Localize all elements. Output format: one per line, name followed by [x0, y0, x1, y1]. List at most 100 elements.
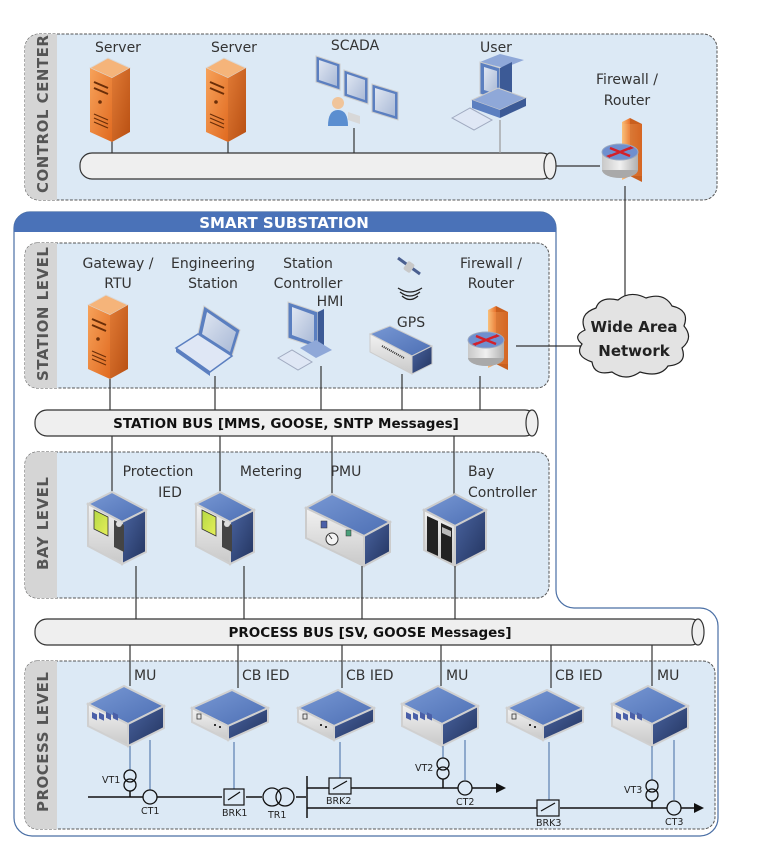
bay-controller-label-2: Controller	[468, 485, 537, 501]
scada-workstation-icon	[315, 55, 399, 126]
wide-area-network[interactable]: Wide Area Network	[577, 293, 690, 378]
vt2-symbol: VT2	[415, 757, 450, 788]
pmu-label: PMU	[331, 464, 362, 480]
process-cb-ied-3[interactable]: CB IED	[506, 668, 603, 741]
station-engineering[interactable]: Engineering Station	[171, 256, 255, 376]
station-firewall-label-1: Firewall /	[460, 256, 522, 272]
gps-label: GPS	[397, 315, 425, 331]
station-bus: STATION BUS [MMS, GOOSE, SNTP Messages]	[34, 409, 539, 437]
bay-controller[interactable]: Bay Controller	[421, 464, 537, 568]
station-firewall-label-2: Router	[468, 276, 515, 292]
bay-controller-icon	[421, 492, 489, 568]
vt1-label: VT1	[102, 775, 120, 786]
process-upper-connectors	[129, 645, 653, 688]
brk1-symbol: BRK1	[222, 788, 247, 819]
tr1-label: TR1	[267, 810, 286, 821]
cc-scada-label: SCADA	[331, 38, 380, 54]
server-icon	[87, 294, 129, 380]
cc-firewall-label-2: Router	[604, 93, 651, 109]
brk1-label: BRK1	[222, 808, 247, 819]
pmu-icon	[303, 492, 393, 568]
process-cb-ied-1[interactable]: CB IED	[191, 668, 290, 741]
server-icon	[205, 57, 247, 143]
vt3-label: VT3	[624, 785, 642, 796]
cc-user-label: User	[480, 40, 512, 56]
hmi-label-2: Controller	[274, 276, 343, 292]
cc-scada[interactable]: SCADA	[315, 38, 399, 126]
station-level-label: STATION LEVEL	[34, 247, 52, 381]
station-gps[interactable]: GPS	[368, 256, 434, 375]
protection-label-2: IED	[158, 485, 182, 501]
satellite-icon	[397, 256, 423, 301]
cc-server-1[interactable]: Server	[89, 40, 141, 143]
bay-controller-label-1: Bay	[468, 464, 494, 480]
ct1-symbol: CT1	[141, 789, 159, 817]
brk3-symbol: BRK3	[536, 799, 561, 829]
station-controller-hmi[interactable]: Station Controller HMI	[274, 256, 344, 371]
gateway-label-1: Gateway /	[82, 256, 153, 272]
ct2-symbol: CT2	[456, 780, 474, 808]
brk2-label: BRK2	[326, 796, 351, 807]
bay-lower-connectors	[135, 566, 456, 619]
process-cb-ied-2[interactable]: CB IED	[297, 668, 394, 741]
cc-firewall-label-1: Firewall /	[596, 72, 658, 88]
wan-label-2: Network	[598, 342, 670, 360]
mu-2-label: MU	[446, 668, 468, 684]
station-connectors	[109, 366, 481, 410]
engineering-label-1: Engineering	[171, 256, 255, 272]
station-gateway-rtu[interactable]: Gateway / RTU	[82, 256, 154, 380]
protection-ied-icon	[87, 491, 147, 565]
server-icon	[89, 57, 131, 143]
control-center-label: CONTROL CENTER	[34, 35, 52, 193]
cc-user[interactable]: User	[450, 40, 528, 131]
vt3-symbol: VT3	[624, 779, 659, 808]
vt2-label: VT2	[415, 763, 433, 774]
keyboard-icon	[277, 349, 313, 371]
ct3-label: CT3	[665, 817, 683, 828]
protection-label-1: Protection	[123, 464, 194, 480]
ct1-label: CT1	[141, 806, 159, 817]
ct2-label: CT2	[456, 797, 474, 808]
hmi-label-1: Station	[283, 256, 333, 272]
laptop-icon	[174, 305, 241, 376]
process-level-label: PROCESS LEVEL	[34, 672, 52, 812]
cc-server-1-label: Server	[95, 40, 141, 56]
cc-server-2-label: Server	[211, 40, 257, 56]
single-line-diagram: VT1 CT1 BRK1 TR1 BRK2 VT2	[88, 757, 704, 829]
smart-substation-title: SMART SUBSTATION	[199, 214, 369, 232]
ct3-symbol: CT3	[665, 800, 683, 828]
vt1-symbol: VT1	[102, 769, 137, 797]
bay-metering[interactable]: Metering	[195, 464, 302, 565]
cb-ied-2-label: CB IED	[346, 668, 394, 684]
tr1-symbol: TR1	[262, 787, 295, 821]
station-bus-label: STATION BUS [MMS, GOOSE, SNTP Messages]	[113, 416, 459, 432]
control-center-bus	[79, 152, 557, 180]
gateway-label-2: RTU	[104, 276, 132, 292]
station-firewall-router[interactable]: Firewall / Router	[460, 256, 522, 372]
monitor-stand	[300, 340, 332, 358]
metering-label: Metering	[240, 464, 302, 480]
gps-receiver-icon	[368, 325, 434, 375]
bay-upper-connectors	[111, 436, 455, 494]
meter-icon	[195, 491, 255, 565]
process-mu-3[interactable]: MU	[611, 668, 689, 747]
cb-ied-3-label: CB IED	[555, 668, 603, 684]
bay-level-label: BAY LEVEL	[34, 477, 52, 570]
process-mu-2[interactable]: MU	[401, 668, 479, 747]
wan-label-1: Wide Area	[590, 318, 677, 336]
process-mu-1[interactable]: MU	[87, 668, 165, 747]
bay-level-panel: BAY LEVEL	[24, 451, 550, 599]
brk2-symbol: BRK2	[326, 777, 352, 807]
bay-protection-ied[interactable]: Protection IED	[87, 464, 194, 565]
cb-ied-1-label: CB IED	[242, 668, 290, 684]
cc-firewall-router[interactable]: Firewall / Router	[596, 72, 658, 184]
process-bus-label: PROCESS BUS [SV, GOOSE Messages]	[228, 625, 511, 641]
cc-server-2[interactable]: Server	[205, 40, 257, 143]
brk3-label: BRK3	[536, 818, 561, 829]
field-connectors	[129, 740, 675, 800]
desktop-computer-icon	[450, 54, 528, 131]
cloud-icon	[577, 293, 690, 378]
bay-pmu[interactable]: PMU	[303, 464, 393, 568]
mu-3-label: MU	[657, 668, 679, 684]
